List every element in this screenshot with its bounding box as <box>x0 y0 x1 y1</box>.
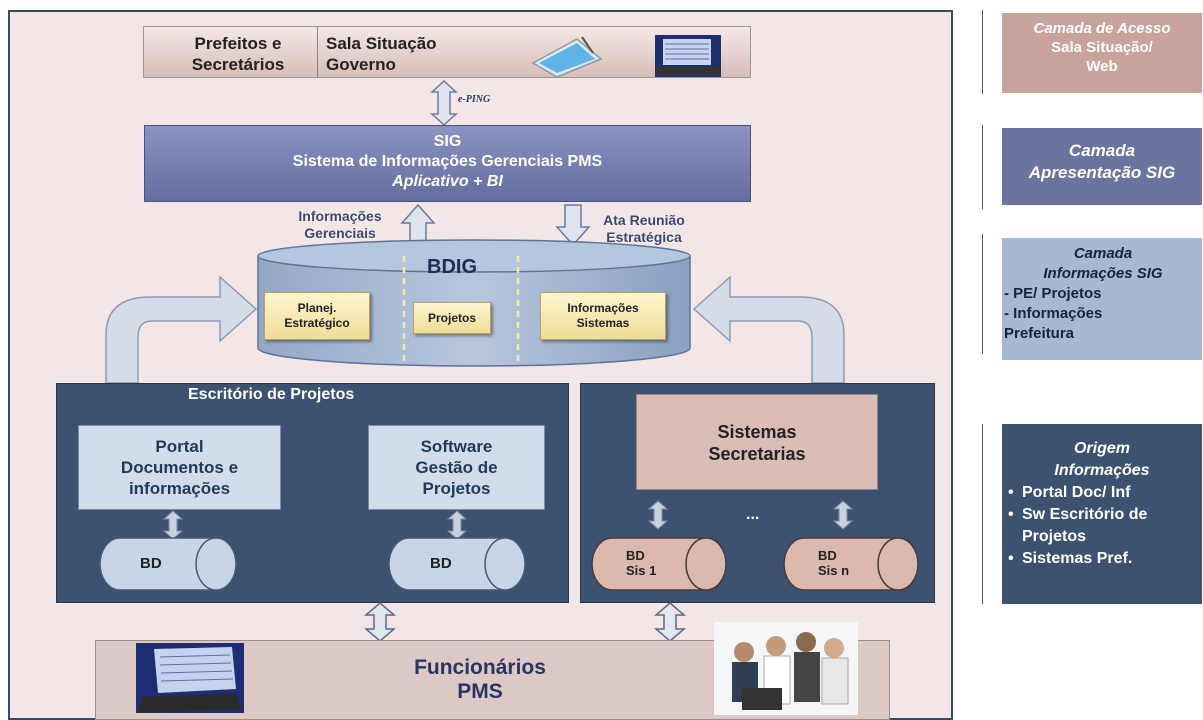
sis1-db-label: BD Sis 1 <box>626 548 656 578</box>
sig-box: SIG Sistema de Informações Gerenciais PM… <box>144 125 751 202</box>
divider <box>317 26 318 78</box>
bdig-title: BDIG <box>427 256 477 278</box>
origin-list: Portal Doc/ Inf Sw Escritório de Projeto… <box>1002 482 1202 570</box>
software-database-icon <box>388 537 526 591</box>
portal-line1: Portal <box>155 437 204 456</box>
access-layer-line2: Sala Situação/ <box>1051 39 1153 56</box>
management-information-line1: Informações <box>298 208 382 224</box>
sis1-database-icon <box>591 537 727 591</box>
origin-item: Portal Doc/ Inf <box>1008 482 1202 504</box>
projects-box: Projetos <box>413 302 491 334</box>
right-curved-arrow <box>692 275 845 384</box>
portal-line2: Documentos e <box>120 458 239 477</box>
mayors-label: Prefeitos e Secretários <box>168 33 308 75</box>
presentation-layer-panel: Camada Apresentação SIG <box>1002 128 1202 205</box>
strategic-meeting-line2: Estratégica <box>606 229 682 245</box>
information-layer-line1: Camada <box>1073 245 1133 262</box>
left-curved-arrow <box>105 275 258 384</box>
access-layer-panel: Camada de Acesso Sala Situação/ Web <box>1002 13 1202 93</box>
portal-documents-box: Portal Documentos e informações <box>78 425 281 510</box>
situation-room-label: Sala Situação Governo <box>326 33 437 75</box>
portal-database-icon <box>99 537 237 591</box>
eping-label: e-PING <box>458 94 491 105</box>
software-line3: Projetos <box>422 479 491 498</box>
systems-staff-link-arrow <box>653 602 687 642</box>
laptop-icon <box>136 643 244 713</box>
information-layer-panel: Camada Informações SIG - PE/ Projetos - … <box>1002 238 1202 360</box>
origin-information-panel: Origem Informações Portal Doc/ Inf Sw Es… <box>1002 424 1202 604</box>
origin-line1: Origem <box>1073 440 1130 457</box>
department-systems-line1: Sistemas <box>717 422 797 442</box>
staff-group-photo <box>714 622 858 715</box>
information-layer-line3: - PE/ Projetos <box>1004 285 1102 302</box>
systems-information-line2: Sistemas <box>576 316 630 330</box>
situation-room-line1: Sala Situação <box>326 34 437 53</box>
sisn-link-arrow <box>832 500 854 530</box>
project-software-box: Software Gestão de Projetos <box>368 425 545 510</box>
strategic-planning-box: Planej.Estratégico <box>264 292 370 340</box>
strategic-planning-line1: Planej. <box>297 301 337 315</box>
sig-app-label: Aplicativo + BI <box>392 173 503 190</box>
sis1-db-line1: BD <box>626 548 645 563</box>
software-line2: Gestão de <box>415 458 498 477</box>
sisn-db-line1: BD <box>818 548 837 563</box>
origin-item: Sistemas Pref. <box>1008 548 1202 570</box>
origin-item: Sw Escritório de Projetos <box>1008 504 1202 548</box>
access-layer-bar <box>143 26 751 78</box>
laptop-icon <box>655 35 721 77</box>
information-layer-line5: Prefeitura <box>1004 325 1075 342</box>
software-db-label: BD <box>430 555 452 572</box>
bracket-line <box>982 424 984 604</box>
down-arrow-minutes <box>555 204 591 247</box>
sig-title: SIG <box>433 133 462 150</box>
management-information-label: Informações Gerenciais <box>285 208 395 242</box>
project-office-title: Escritório de Projetos <box>188 386 355 403</box>
ellipsis: ... <box>746 506 760 523</box>
sisn-db-line2: Sis n <box>818 563 850 578</box>
bracket-line <box>982 10 984 94</box>
bracket-line <box>982 125 984 209</box>
department-systems-line2: Secretarias <box>708 444 806 464</box>
employees-line2: PMS <box>457 680 503 703</box>
department-systems-box: Sistemas Secretarias <box>636 394 878 490</box>
information-layer-line4: - Informações <box>1004 305 1103 322</box>
portal-line3: informações <box>128 479 231 498</box>
origin-line2: Informações <box>1054 462 1150 479</box>
situation-room-line2: Governo <box>326 55 396 74</box>
sisn-database-icon <box>783 537 919 591</box>
strategic-meeting-label: Ata Reunião Estratégica <box>588 212 700 246</box>
access-layer-line3: Web <box>1086 58 1118 75</box>
presentation-layer-line1: Camada <box>1068 141 1136 160</box>
strategic-meeting-line1: Ata Reunião <box>603 212 685 228</box>
employees-label: Funcionários PMS <box>398 656 562 704</box>
employees-line1: Funcionários <box>414 656 546 679</box>
bracket-line <box>982 234 984 354</box>
tablet-icon <box>531 36 603 78</box>
mayors-label-line2: Secretários <box>191 55 285 74</box>
sis1-link-arrow <box>647 500 669 530</box>
systems-information-line1: Informações <box>567 301 639 315</box>
sis1-db-line2: Sis 1 <box>626 563 657 578</box>
management-information-line2: Gerenciais <box>304 225 376 241</box>
information-layer-line2: Informações SIG <box>1043 265 1163 282</box>
strategic-planning-line2: Estratégico <box>284 316 350 330</box>
office-staff-link-arrow <box>363 602 397 642</box>
software-line1: Software <box>420 437 493 456</box>
sig-subtitle: Sistema de Informações Gerenciais PMS <box>292 153 603 170</box>
portal-db-label: BD <box>140 555 162 572</box>
sisn-db-label: BD Sis n <box>818 548 849 578</box>
presentation-layer-line2: Apresentação SIG <box>1028 163 1176 182</box>
mayors-label-line1: Prefeitos e <box>194 34 282 53</box>
access-layer-line1: Camada de Acesso <box>1033 20 1171 37</box>
